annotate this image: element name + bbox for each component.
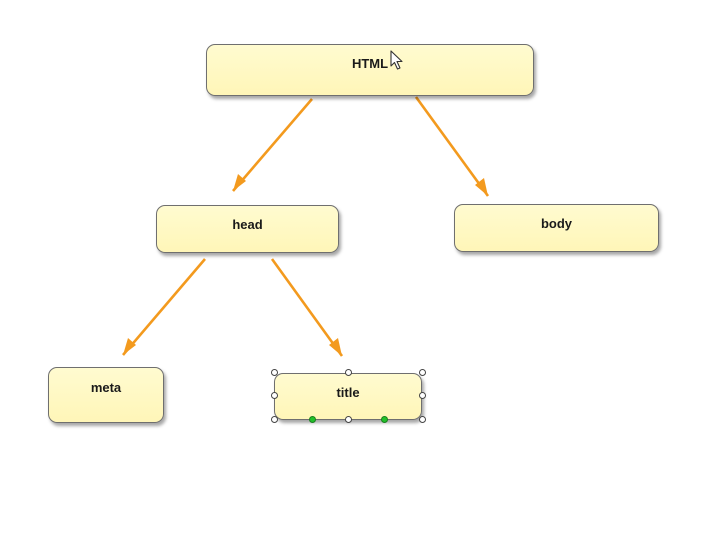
edge-head-meta-arrowhead: [123, 338, 136, 355]
connection-point-left[interactable]: [309, 416, 316, 423]
resize-handle-middle-right[interactable]: [419, 392, 426, 399]
node-meta-label: meta: [90, 380, 122, 395]
node-title-selected[interactable]: title: [274, 373, 422, 420]
resize-handle-middle-left[interactable]: [271, 392, 278, 399]
node-title-label: title: [336, 385, 360, 400]
resize-handle-bottom-right[interactable]: [419, 416, 426, 423]
node-html[interactable]: HTML: [206, 44, 534, 96]
edge-html-body[interactable]: [414, 96, 490, 197]
resize-handle-top-left[interactable]: [271, 369, 278, 376]
node-body-label: body: [540, 216, 573, 231]
resize-handle-top-center[interactable]: [345, 369, 352, 376]
node-html-label: HTML: [351, 56, 389, 71]
edge-html-head[interactable]: [232, 98, 313, 192]
edge-html-head-arrowhead: [233, 174, 246, 191]
resize-handle-top-right[interactable]: [419, 369, 426, 376]
mouse-pointer-icon: [390, 50, 403, 70]
edge-head-title-arrowhead: [329, 338, 342, 356]
node-head-label: head: [232, 217, 263, 232]
edge-head-meta[interactable]: [122, 258, 206, 356]
connection-point-right[interactable]: [381, 416, 388, 423]
node-body[interactable]: body: [454, 204, 659, 252]
node-meta[interactable]: meta: [48, 367, 164, 423]
edge-html-body-arrowhead: [475, 178, 488, 196]
edge-head-title[interactable]: [270, 258, 344, 357]
node-head[interactable]: head: [156, 205, 339, 253]
resize-handle-bottom-left[interactable]: [271, 416, 278, 423]
resize-handle-bottom-center[interactable]: [345, 416, 352, 423]
